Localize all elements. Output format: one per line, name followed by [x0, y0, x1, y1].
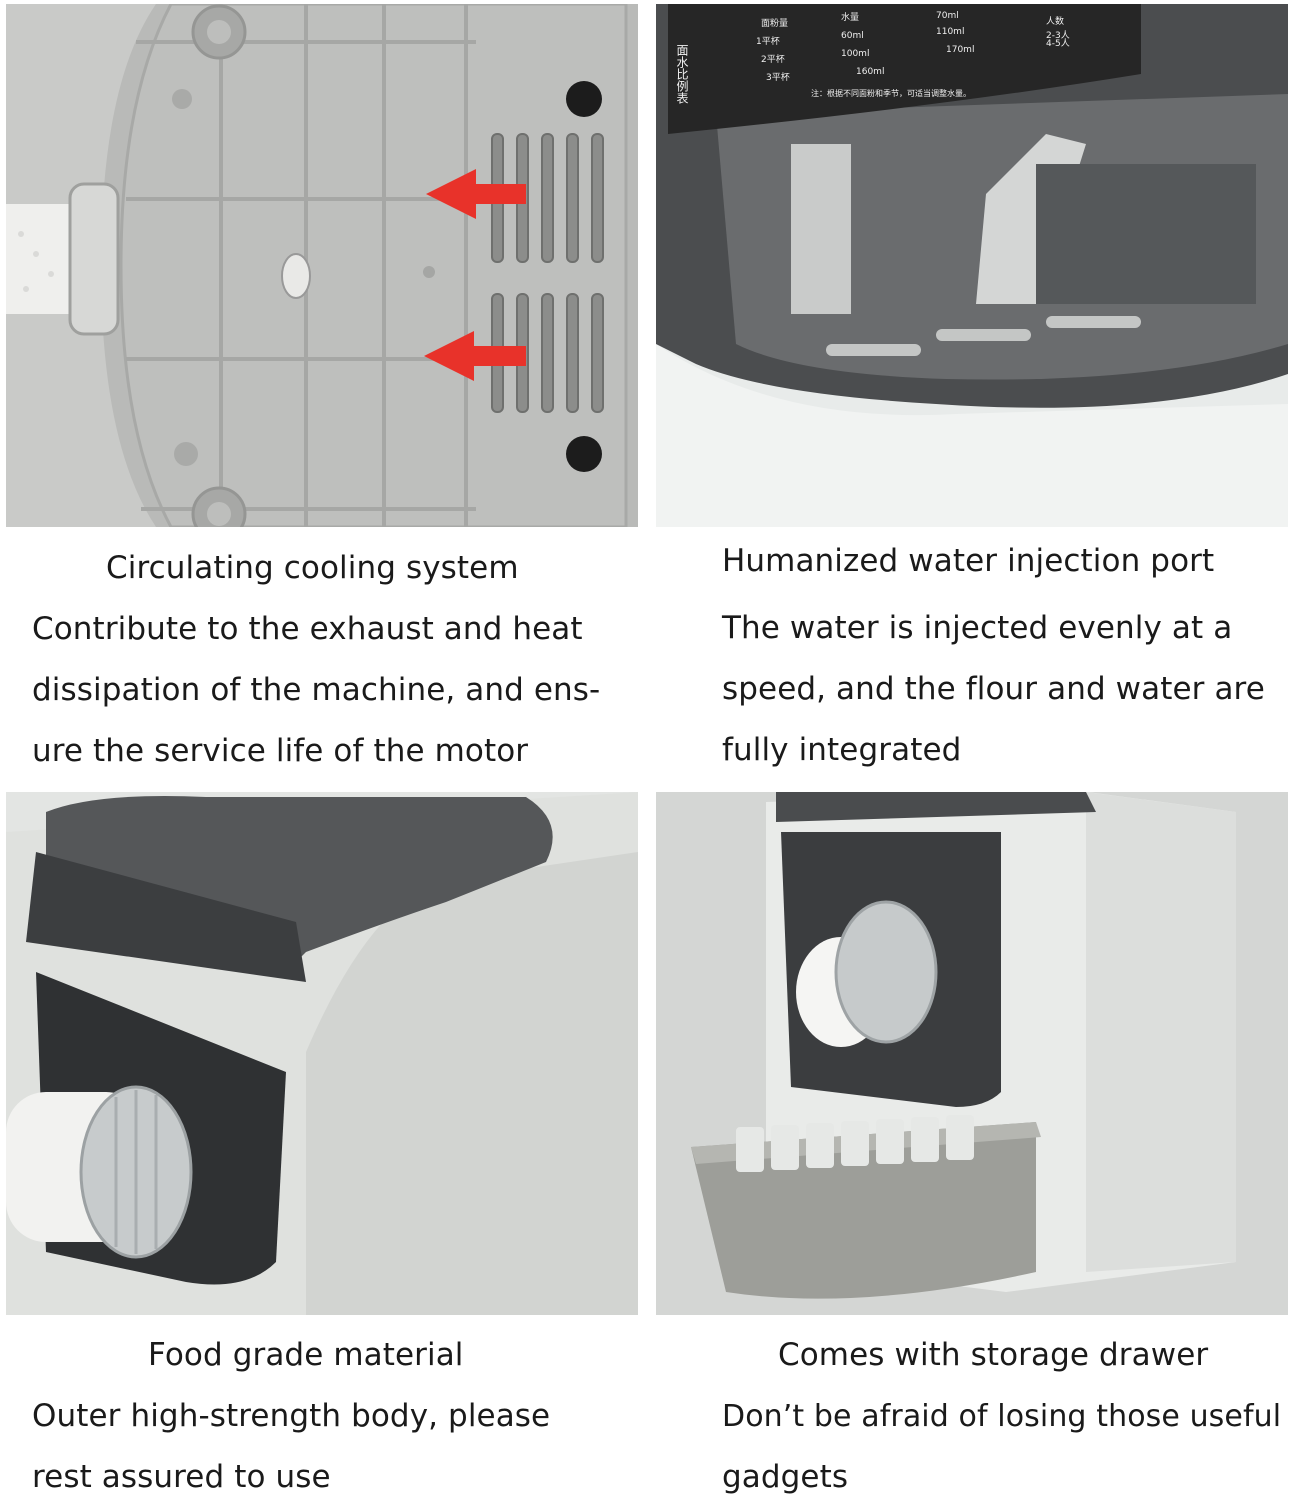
feature-description-line: rest assured to use: [32, 1459, 331, 1495]
feature-cooling-caption: Circulating cooling system Contribute to…: [32, 538, 600, 782]
ratio-header-flour: 面粉量: [761, 17, 788, 29]
feature-description-line: gadgets: [722, 1459, 849, 1495]
water-injection-port-photo: 面水比例表 面粉量 水量 70ml 人数 1平杯 60ml 110ml 2-3人…: [656, 4, 1288, 527]
feature-heading: Comes with storage drawer: [778, 1337, 1209, 1373]
feature-description-line: ure the service life of the motor: [32, 733, 529, 769]
feature-description-line: speed, and the flour and water are: [722, 671, 1265, 707]
feature-water-caption: Humanized water injection port The water…: [722, 531, 1265, 781]
ratio-top-value: 70ml: [936, 11, 959, 21]
feature-description-line: Outer high-strength body, please: [32, 1398, 551, 1434]
feature-heading: Circulating cooling system: [106, 550, 519, 586]
ratio-label-title: 面水比例表: [675, 44, 689, 104]
feature-heading: Humanized water injection port: [722, 543, 1215, 579]
feature-material-caption: Food grade material Outer high-strength …: [32, 1325, 550, 1508]
ratio-label-note: 注：根据不同面粉和季节，可适当调整水量。: [811, 88, 971, 98]
storage-drawer-photo: [656, 792, 1288, 1315]
ratio-row2-water2: 170ml: [946, 45, 974, 55]
ratio-header-people: 人数: [1046, 15, 1064, 27]
ratio-row2-people: 4-5人: [1046, 38, 1070, 49]
ratio-header-water: 水量: [841, 11, 859, 23]
feature-heading: Food grade material: [148, 1337, 464, 1373]
ratio-row1-people: 2-3人: [1046, 30, 1070, 41]
ratio-row1-water2: 110ml: [936, 27, 964, 37]
ratio-row3-cups: 3平杯: [766, 71, 790, 83]
ratio-row1-cups: 1平杯: [756, 35, 780, 47]
feature-description-line: Contribute to the exhaust and heat: [32, 611, 583, 647]
ratio-row2-cups: 2平杯: [761, 53, 785, 65]
ratio-row2-water: 100ml: [841, 49, 869, 59]
ratio-row3-water: 160ml: [856, 67, 884, 77]
food-grade-material-photo: [6, 792, 638, 1315]
feature-description-line: fully integrated: [722, 732, 962, 768]
feature-description-line: dissipation of the machine, and ens-: [32, 672, 601, 708]
water-ratio-label: [668, 4, 1141, 134]
feature-drawer-caption: Comes with storage drawer Don’t be afrai…: [722, 1325, 1281, 1508]
ratio-row1-water: 60ml: [841, 31, 864, 41]
feature-description-line: The water is injected evenly at a: [722, 610, 1233, 646]
cooling-system-photo: [6, 4, 638, 527]
feature-description-line: Don’t be afraid of losing those useful: [722, 1399, 1282, 1434]
